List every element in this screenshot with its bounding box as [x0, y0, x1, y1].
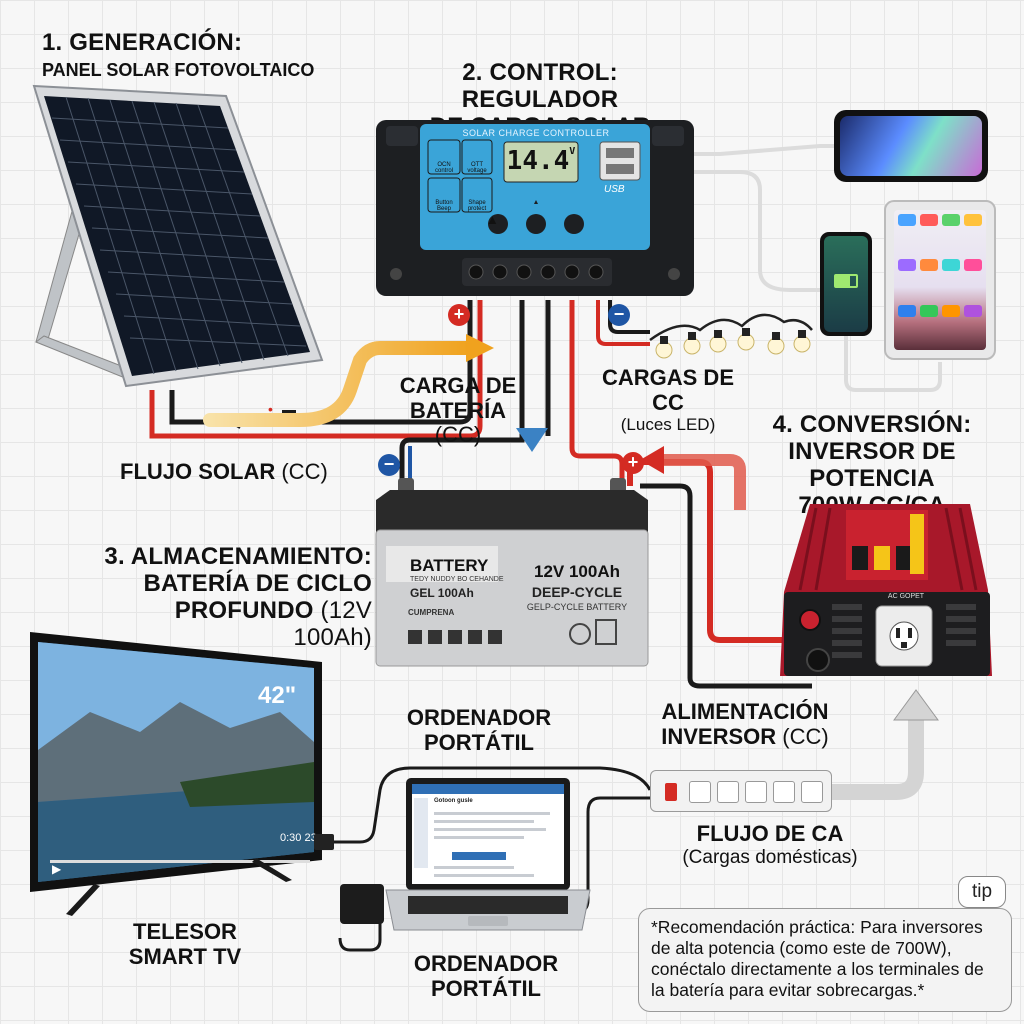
inverter-socket-label: AC GOPET: [887, 593, 925, 600]
tv-play-icon: ▶: [52, 862, 62, 876]
tablet: [884, 200, 996, 360]
battery-spec: 12V 100Ah: [534, 562, 620, 581]
laptop-bottom-label: ORDENADOR PORTÁTIL: [413, 951, 559, 1001]
socket-icon: [773, 781, 795, 803]
controller-icon-label-1: OTT voltage: [467, 162, 487, 174]
inverter-supply-label: ALIMENTACIÓN INVERSOR (CC): [661, 699, 829, 749]
solar-panel: [30, 84, 330, 394]
usb-cable-tablet: [844, 336, 942, 392]
tv-stand-right: [252, 858, 296, 882]
smartphone-landscape: [834, 110, 988, 182]
dc-load-positive-wire: [596, 300, 650, 346]
solar-negative-wire: [169, 300, 473, 425]
controller-battery-positive-wire: [569, 300, 625, 486]
smartphone-portrait-screen: [824, 236, 868, 332]
dc-loads-label: CARGAS DE CC (Luces LED): [601, 365, 734, 435]
laptop-screen-heading: Gotoon gusle: [434, 798, 473, 804]
smartphone-screen: [840, 116, 982, 176]
battery-cycle: DEEP-CYCLE: [531, 584, 623, 600]
solar-flow-label: FLUJO SOLAR (CC): [120, 459, 328, 484]
battery-charging-icon: [834, 274, 858, 288]
controller-icon-label-3: Shape protect: [467, 200, 487, 212]
controller-button-icon: ▲: [486, 212, 499, 227]
power-strip: [650, 770, 832, 812]
usb-cable-small-phone: [660, 170, 820, 292]
socket-icon: [717, 781, 739, 803]
socket-icon: [689, 781, 711, 803]
battery-charge-label: CARGA DE BATERÍA (CC): [399, 373, 517, 448]
control-title-line1: 2. CONTROL: REGULADOR: [461, 59, 619, 113]
tip-text: Para inversores de alta potencia (como e…: [651, 917, 984, 1000]
led-string-lights: [652, 318, 822, 362]
ac-flow-label: FLUJO DE CA (Cargas domésticas): [682, 821, 858, 868]
controller-icon-label-2: Button Beep: [435, 200, 453, 212]
tv-plug: [314, 834, 334, 850]
battery-positive-marker-icon: +: [622, 452, 644, 474]
power-strip-switch-icon: [665, 783, 677, 801]
controller-battery-negative-wire: [399, 300, 525, 486]
tip-badge: tip: [958, 876, 1006, 908]
laptop-top-label: ORDENADOR PORTÁTIL: [406, 705, 552, 755]
smartphone-portrait: [820, 232, 872, 336]
power-inverter: AC GOPET: [770, 500, 1002, 684]
power-strip-sockets: [689, 781, 823, 803]
led-string-wire: [649, 313, 813, 342]
battery-type: GEL 100Ah: [410, 586, 474, 600]
tip-note: *Recomendación práctica: Para inversores…: [638, 908, 1012, 1012]
storage-title-line3: PROFUNDO (12V 100Ah): [174, 596, 372, 651]
smart-tv: 42" 0:30 23 ▶: [30, 632, 322, 892]
battery: BATTERY TEDY NUDDY BO CEHANDE GEL 100Ah …: [372, 470, 652, 670]
tv-time-label: 0:30 23: [280, 832, 317, 844]
laptop-charger-cord: [338, 912, 382, 952]
battery-sub: GELP-CYCLE BATTERY: [526, 602, 628, 612]
tip-bold: *Recomendación práctica:: [651, 917, 856, 937]
storage-title-line2: BATERÍA DE CICLO: [143, 569, 372, 597]
controller-lcd-value: 14.4V: [506, 146, 576, 176]
ac-flow-arrow: [832, 716, 924, 800]
charge-controller: SOLAR CHARGE CONTROLLER 14.4V USB OCN co…: [376, 120, 694, 296]
inverter-supply-arrow: [660, 454, 746, 510]
storage-title-line1: 3. ALMACENAMIENTO:: [104, 543, 372, 570]
svg-text:•: •: [268, 401, 273, 417]
tv-size-label: 42": [258, 682, 297, 709]
conversion-title-line1: 4. CONVERSIÓN:: [772, 411, 972, 438]
controller-usb-label: USB: [604, 184, 625, 195]
generation-subtitle: PANEL SOLAR FOTOVOLTAICO: [42, 60, 315, 80]
battery-tagline: TEDY NUDDY BO CEHANDE: [410, 576, 504, 583]
socket-icon: [801, 781, 823, 803]
inverter-negative-wire: [640, 483, 812, 689]
controller-device-label: SOLAR CHARGE CONTROLLER: [462, 128, 610, 138]
dc-load-negative-wire: [608, 300, 650, 334]
battery-negative-marker-icon: −: [378, 454, 400, 476]
generation-title: 1. GENERACIÓN:: [42, 29, 243, 56]
tv-label: TELESOR SMART TV: [128, 919, 242, 969]
battery-small-heading: CUMPRENA: [408, 608, 455, 617]
tv-stand-left: [60, 884, 104, 916]
positive-marker-icon: +: [448, 304, 470, 326]
battery-brand: BATTERY: [410, 556, 489, 575]
conversion-title-line2: INVERSOR DE POTENCIA: [788, 437, 956, 492]
solar-flow-arrow: [203, 341, 477, 427]
negative-marker-icon: −: [608, 304, 630, 326]
laptop-charger-brick: [340, 884, 384, 924]
controller-icon-label-0: OCN control: [434, 162, 453, 174]
socket-icon: [745, 781, 767, 803]
tablet-screen: [894, 210, 986, 350]
solar-positive-wire: [149, 300, 483, 439]
laptop: Gotoon gusle: [382, 778, 594, 942]
tv-power-cord: [322, 766, 652, 844]
storage-title: 3. ALMACENAMIENTO: BATERÍA DE CICLO PROF…: [104, 543, 372, 652]
